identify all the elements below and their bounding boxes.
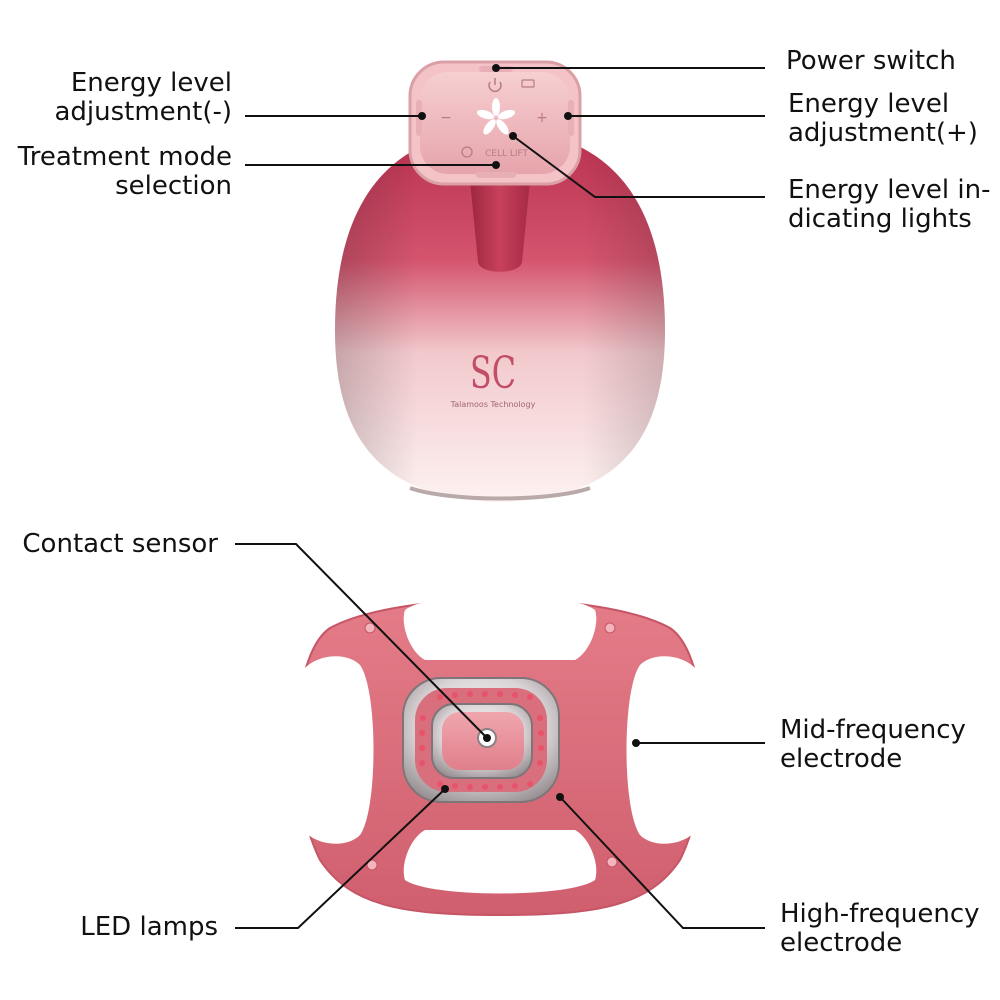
sc-logo: SC <box>470 348 516 400</box>
label-high-frequency-line2: electrode <box>780 928 903 958</box>
label-energy-plus: Energy level adjustment(+) <box>788 90 978 148</box>
screw <box>604 622 616 634</box>
label-indicating-lights-line1: Energy level in- <box>788 175 991 205</box>
brand-text: Talamoos Technology <box>450 400 536 409</box>
energy-indicator-lights <box>476 98 516 135</box>
mode-icon <box>461 146 473 158</box>
device-back-view <box>289 595 711 917</box>
electrode-window-top <box>403 595 597 660</box>
device-front-view: − + CELL LIFT SC Talamoos Technology <box>335 60 665 502</box>
label-contact-sensor-text: Contact sensor <box>22 529 218 559</box>
label-energy-plus-line1: Energy level <box>788 89 950 119</box>
label-mid-frequency: Mid-frequency electrode <box>780 716 966 774</box>
device-rim <box>409 486 591 501</box>
label-led-lamps-text: LED lamps <box>80 912 218 942</box>
battery-icon <box>521 79 535 88</box>
label-high-frequency-line1: High-frequency <box>780 899 980 929</box>
label-power-switch: Power switch <box>786 47 956 76</box>
screw <box>606 856 618 868</box>
label-energy-plus-line2: adjustment(+) <box>788 118 978 148</box>
minus-symbol: − <box>440 110 452 126</box>
label-mid-frequency-line2: electrode <box>780 744 903 774</box>
label-energy-minus-line2: adjustment(-) <box>54 97 232 127</box>
label-led-lamps: LED lamps <box>80 913 218 942</box>
cell-lift-text: CELL LIFT <box>485 149 529 159</box>
label-treatment-mode: Treatment mode selection <box>18 143 232 201</box>
screw <box>366 859 378 871</box>
label-mid-frequency-line1: Mid-frequency <box>780 715 966 745</box>
electrode-window-right <box>626 656 711 844</box>
screw <box>364 622 376 634</box>
led-lamps <box>419 691 544 790</box>
plus-symbol: + <box>536 110 548 126</box>
electrode-window-bottom <box>403 830 597 894</box>
label-energy-minus: Energy level adjustment(-) <box>54 69 232 127</box>
leader-lines <box>235 67 765 929</box>
mode-button-bar[interactable] <box>476 172 516 178</box>
label-indicating-lights: Energy level in- dicating lights <box>788 176 990 234</box>
label-indicating-lights-line2: dicating lights <box>788 204 972 234</box>
device-neck <box>470 180 530 272</box>
label-power-switch-text: Power switch <box>786 46 956 76</box>
label-energy-minus-line1: Energy level <box>70 68 232 98</box>
power-icon <box>488 78 502 92</box>
label-high-frequency: High-frequency electrode <box>780 900 980 958</box>
electrode-window-left <box>289 656 374 844</box>
leader-dots <box>418 64 640 801</box>
label-treatment-mode-line1: Treatment mode <box>17 142 232 172</box>
label-treatment-mode-line2: selection <box>115 171 232 201</box>
label-contact-sensor: Contact sensor <box>22 530 218 559</box>
